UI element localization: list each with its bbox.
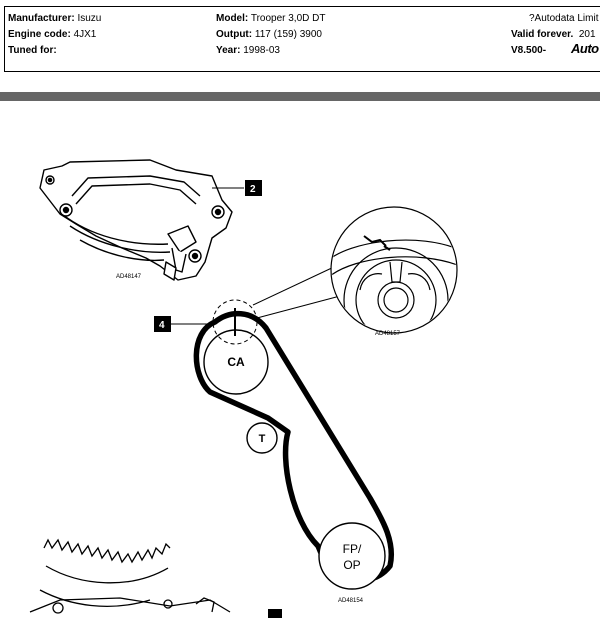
version-row: V8.500- bbox=[511, 45, 546, 57]
fuel-pump-label-line1: FP/ bbox=[343, 542, 362, 556]
output-label: Output: bbox=[216, 29, 253, 40]
camshaft-pulley: CA bbox=[203, 329, 269, 395]
timing-mark-dashed-circle bbox=[212, 299, 258, 345]
fuel-pump-pulley: FP/ OP bbox=[318, 522, 386, 590]
model-value: Trooper 3,0D DT bbox=[250, 13, 326, 24]
model-row: Model: Trooper 3,0D DT bbox=[216, 13, 325, 25]
copyright-text: ?Autodata Limit bbox=[529, 13, 599, 24]
callout-bottom-box bbox=[268, 609, 282, 618]
vehicle-info-header: Manufacturer: Isuzu Engine code: 4JX1 Tu… bbox=[4, 6, 600, 72]
callout-4-label: 4 bbox=[159, 320, 165, 331]
year-row: Year: 1998-03 bbox=[216, 45, 280, 57]
fuel-pump-label-line2: OP bbox=[343, 558, 360, 572]
callout-2-box bbox=[245, 180, 262, 196]
tuned-for-label: Tuned for: bbox=[8, 45, 57, 56]
callout-2-label: 2 bbox=[250, 184, 256, 195]
camshaft-housing-illustration bbox=[39, 159, 233, 281]
ref-ad48154: AD48154 bbox=[338, 598, 364, 604]
engine-code-label: Engine code: bbox=[8, 29, 71, 40]
valid-value: 201 bbox=[578, 29, 596, 40]
year-value: 1998-03 bbox=[243, 45, 280, 56]
tuned-for-row: Tuned for: bbox=[8, 45, 57, 57]
version-text: V8.500- bbox=[511, 45, 547, 56]
timing-mark-detail bbox=[252, 206, 458, 334]
tensioner-label: T bbox=[259, 433, 266, 445]
tensioner-pulley: T bbox=[246, 422, 278, 454]
crankshaft-gear-illustration bbox=[29, 538, 231, 614]
ref-ad48147: AD48147 bbox=[116, 274, 142, 280]
manufacturer-value: Isuzu bbox=[77, 13, 102, 24]
output-value: 117 (159) 3900 bbox=[254, 29, 322, 40]
model-label: Model: bbox=[216, 13, 249, 24]
camshaft-label: CA bbox=[227, 355, 245, 369]
valid-row: Valid forever. 201 bbox=[511, 29, 596, 41]
output-row: Output: 117 (159) 3900 bbox=[216, 29, 322, 41]
header-divider-bar bbox=[0, 92, 600, 101]
engine-code-row: Engine code: 4JX1 bbox=[8, 29, 96, 41]
callout-4-box bbox=[154, 316, 171, 332]
ref-ad48157: AD48157 bbox=[375, 331, 401, 337]
engine-code-value: 4JX1 bbox=[73, 29, 97, 40]
autodata-logo: Auto bbox=[571, 41, 599, 56]
manufacturer-label: Manufacturer: bbox=[8, 13, 75, 24]
valid-label: Valid forever. bbox=[511, 29, 574, 40]
year-label: Year: bbox=[216, 45, 241, 56]
manufacturer-row: Manufacturer: Isuzu bbox=[8, 13, 101, 25]
